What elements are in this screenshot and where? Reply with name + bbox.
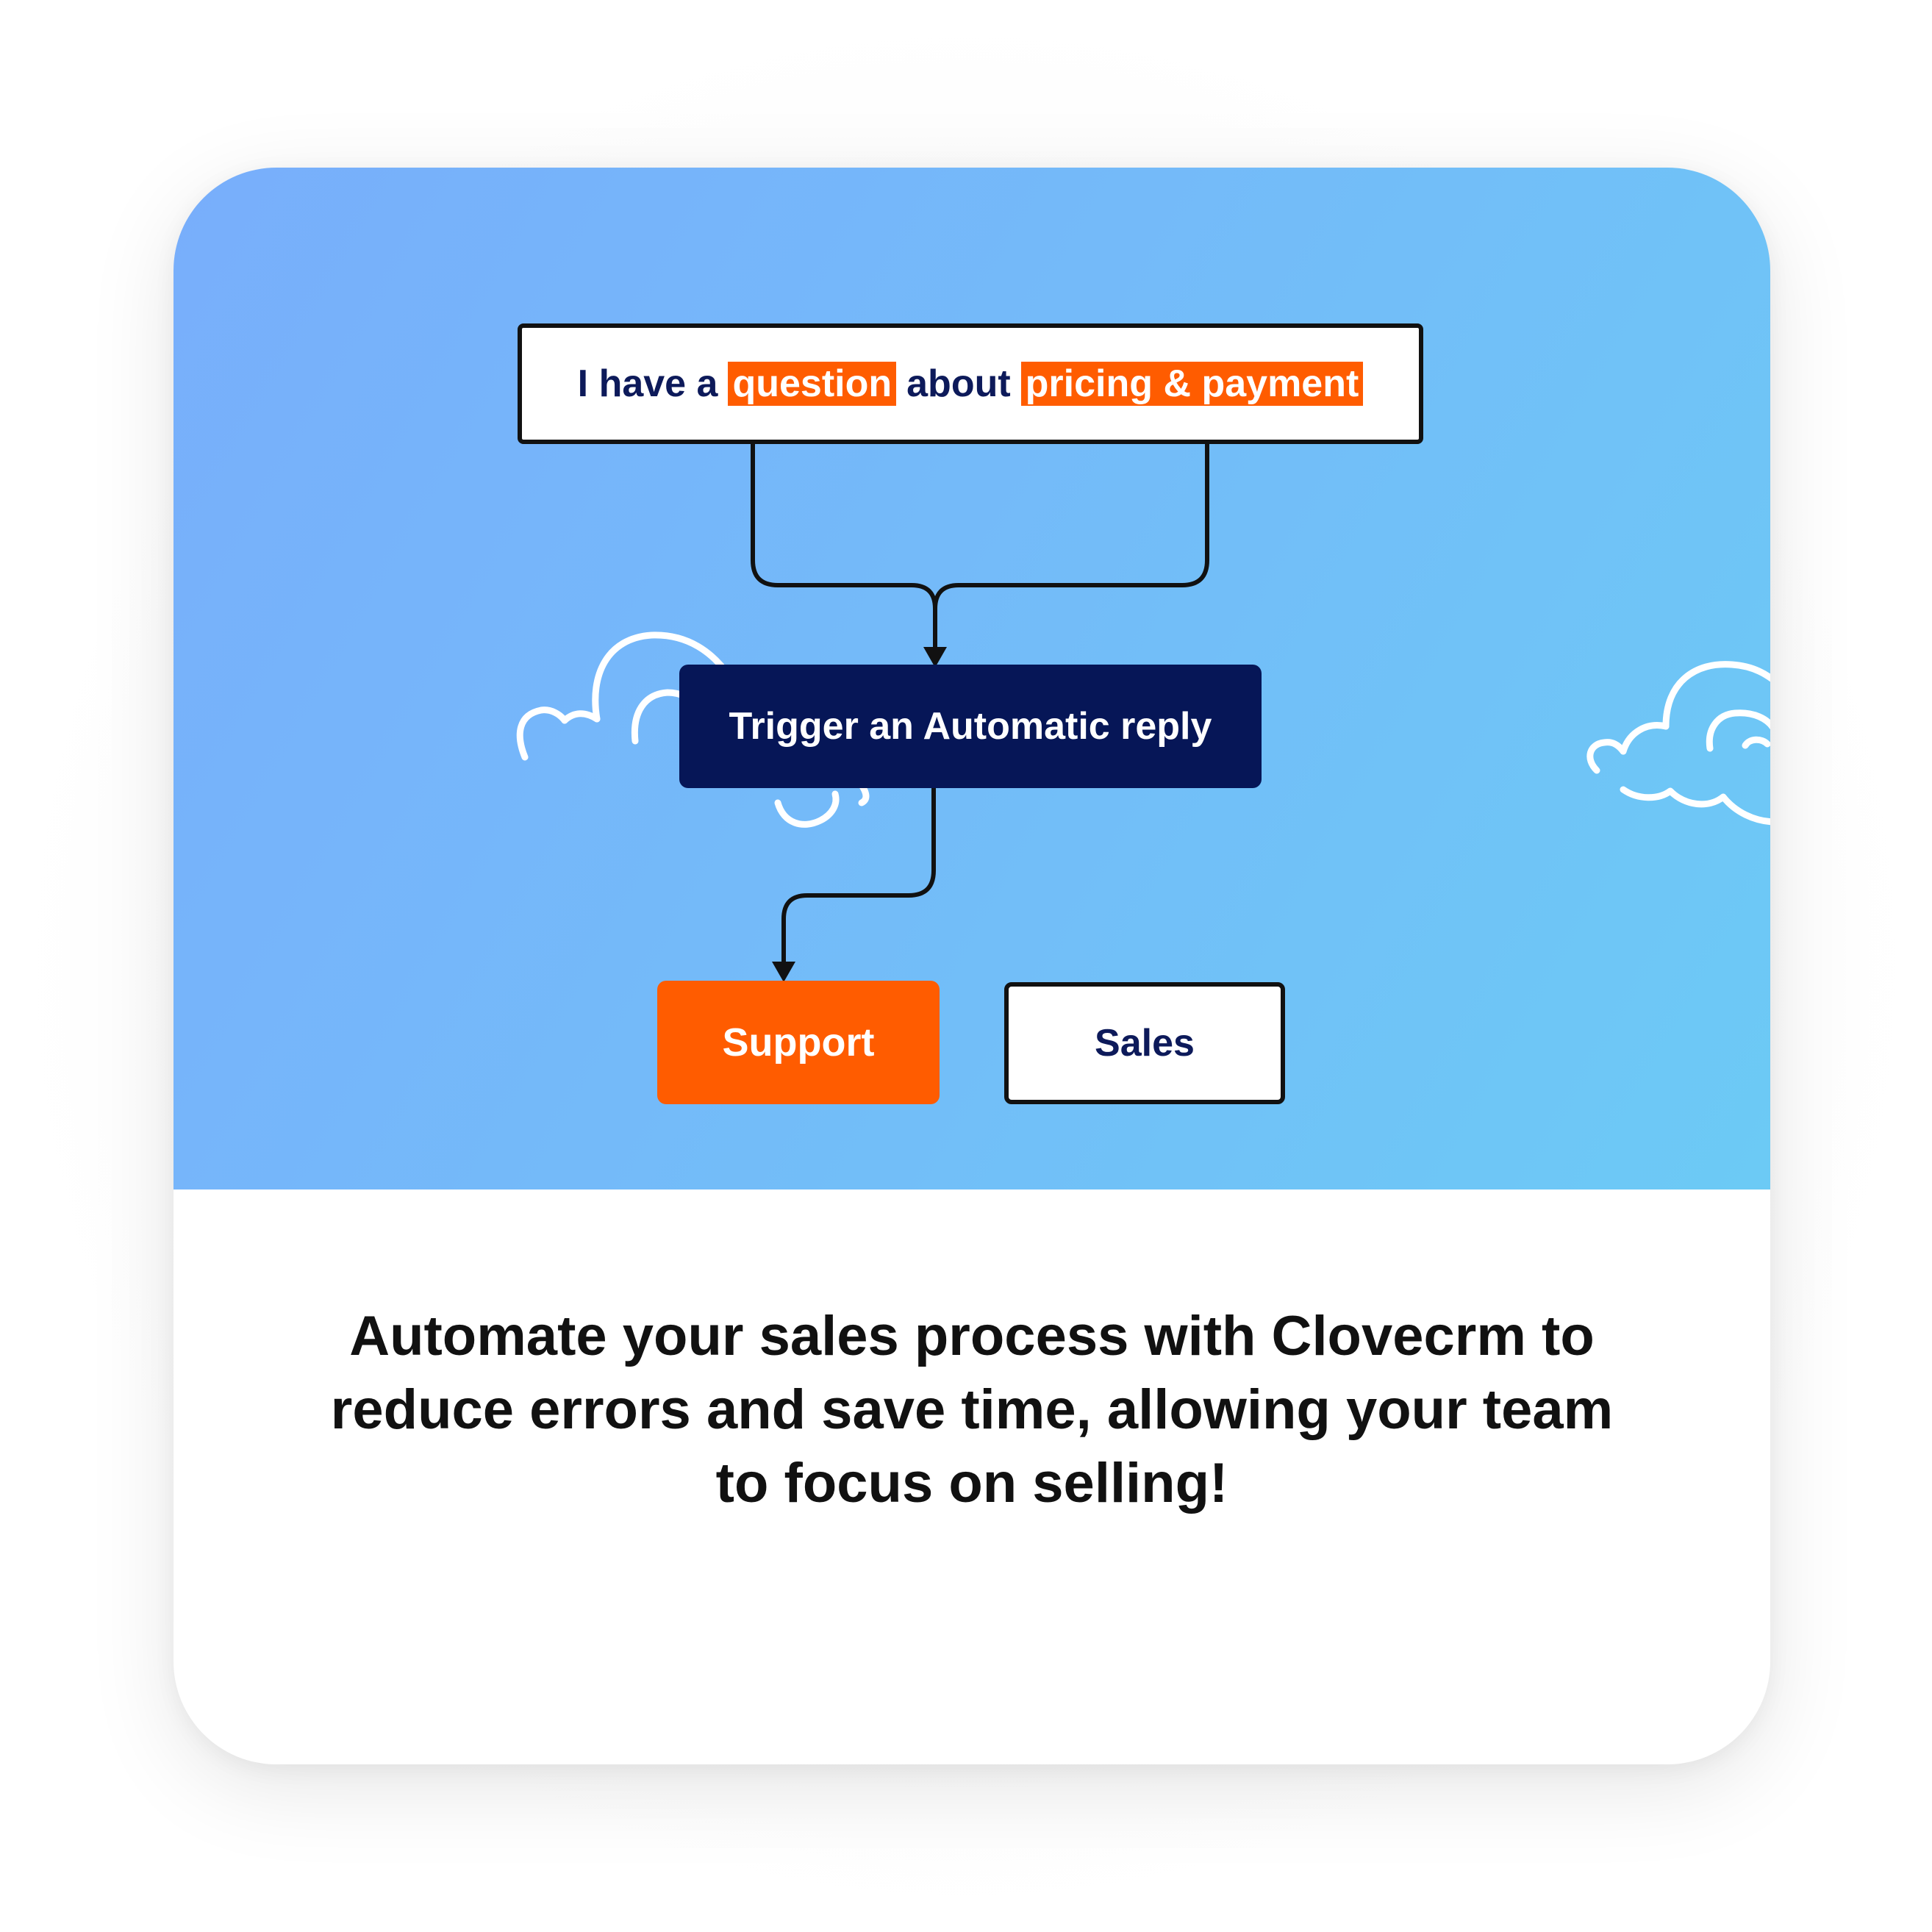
- support-outcome-box: Support: [657, 981, 940, 1104]
- caption-line-2: reduce errors and save time, allowing yo…: [330, 1378, 1614, 1441]
- message-highlight-question: question: [728, 362, 897, 406]
- connector-pricing-to-trigger: [933, 444, 1209, 609]
- connector-trigger-to-support: [781, 788, 936, 969]
- sales-outcome-box: Sales: [1004, 982, 1285, 1104]
- arrowhead-trigger: [923, 647, 947, 668]
- caption-line-1: Automate your sales process with Clovecr…: [349, 1305, 1595, 1367]
- feature-card: I have a question about pricing & paymen…: [173, 168, 1770, 1764]
- trigger-automatic-reply-box: Trigger an Automatic reply: [679, 665, 1262, 788]
- customer-message-box: I have a question about pricing & paymen…: [518, 323, 1423, 444]
- connector-question-to-trigger: [751, 444, 937, 653]
- message-text-part1: I have a: [577, 362, 718, 405]
- caption-text: Automate your sales process with Clovecr…: [262, 1300, 1682, 1520]
- message-highlight-pricing: pricing & payment: [1020, 362, 1364, 406]
- caption-line-3: to focus on selling!: [715, 1452, 1228, 1514]
- hero-illustration: I have a question about pricing & paymen…: [173, 168, 1770, 1189]
- flow-connectors: [751, 444, 1209, 982]
- message-text-part2: about: [906, 362, 1011, 405]
- arrowhead-support: [772, 962, 795, 982]
- cloud-doodle-right-icon: [1586, 661, 1770, 826]
